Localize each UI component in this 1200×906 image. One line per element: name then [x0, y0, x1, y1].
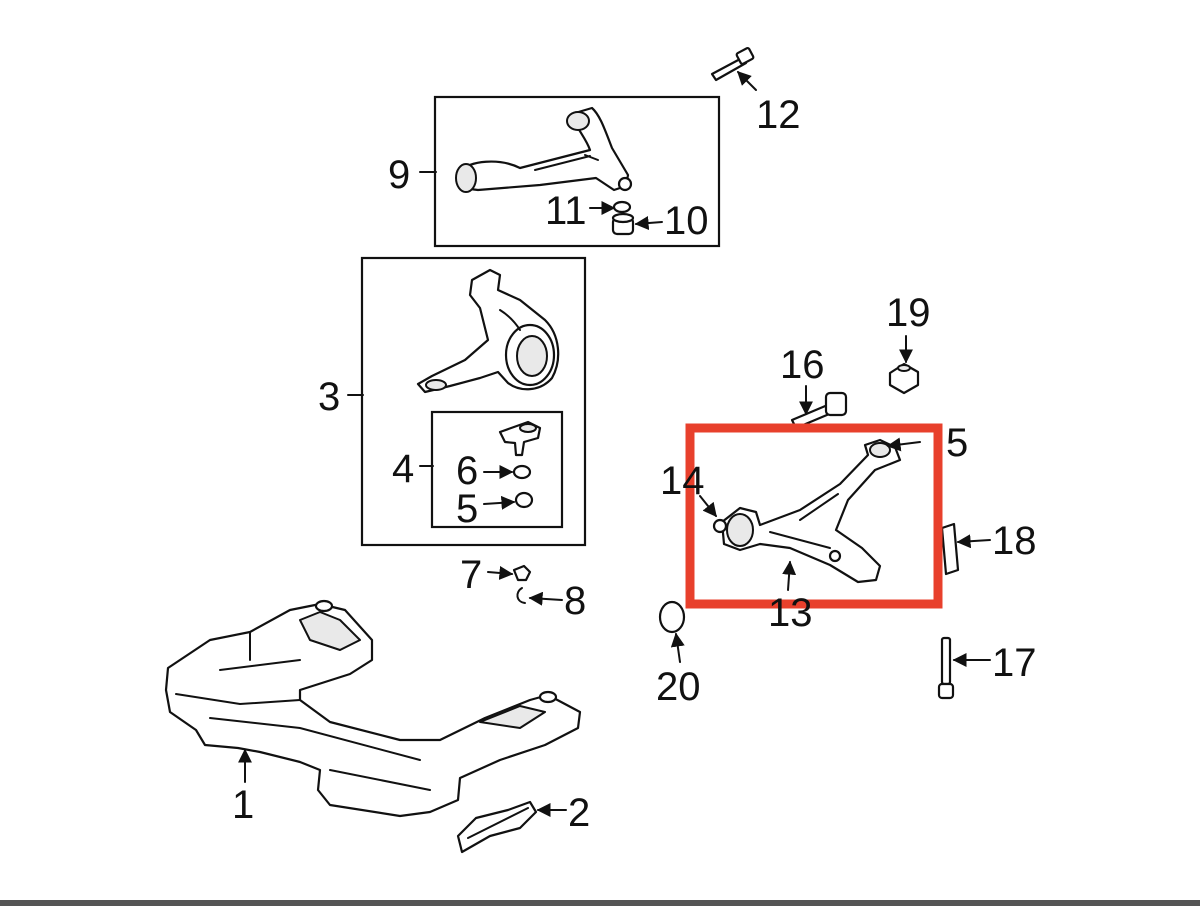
callout-3: 3	[318, 375, 340, 419]
callout-6: 6	[456, 449, 478, 493]
subframe[interactable]	[164, 599, 582, 818]
highlight-box	[685, 423, 943, 609]
callout-9: 9	[388, 153, 410, 197]
callout-7: 7	[460, 553, 482, 597]
upper-arm-bushing-10[interactable]	[611, 212, 635, 236]
callout-labels: 9 11 10 12 3 4 6 5 7 8 1 2 16 19 5 14 13…	[232, 93, 1037, 835]
callout-11: 11	[545, 189, 587, 233]
clip-8[interactable]	[516, 587, 526, 604]
upper-arm-bushing-11[interactable]	[612, 200, 632, 214]
bolt-17[interactable]	[937, 636, 955, 700]
callout-2: 2	[568, 791, 590, 835]
callout-1: 1	[232, 783, 254, 827]
ball-joint-clip-5[interactable]	[514, 491, 534, 509]
callout-5-lower-arm: 5	[946, 421, 968, 465]
callout-leaders	[238, 71, 991, 817]
callout-16: 16	[780, 343, 825, 387]
cap-20[interactable]	[658, 600, 686, 634]
bolt-16[interactable]	[790, 391, 848, 430]
callout-18: 18	[992, 519, 1037, 563]
ball-joint-group-box	[430, 410, 564, 529]
bushing-14[interactable]	[712, 518, 728, 534]
bottom-divider	[0, 900, 1200, 906]
lower-control-arm[interactable]	[720, 438, 902, 584]
callout-12: 12	[756, 93, 801, 137]
ball-joint[interactable]	[498, 420, 542, 457]
callout-14: 14	[660, 459, 705, 503]
bushing-18[interactable]	[940, 522, 960, 576]
callout-8: 8	[564, 579, 586, 623]
bolt-12[interactable]	[710, 47, 755, 82]
ball-joint-boot-6[interactable]	[512, 464, 532, 480]
callout-20: 20	[656, 665, 701, 709]
bracket-2[interactable]	[456, 800, 538, 854]
callout-19: 19	[886, 291, 931, 335]
callout-10: 10	[664, 199, 709, 243]
callout-5-ball-joint: 5	[456, 487, 478, 531]
steering-knuckle[interactable]	[416, 268, 560, 394]
upper-control-arm[interactable]	[455, 106, 633, 193]
callout-17: 17	[992, 641, 1037, 685]
clip-7[interactable]	[512, 564, 532, 582]
callout-4: 4	[392, 447, 414, 491]
nut-19[interactable]	[888, 362, 920, 395]
knuckle-group-box	[360, 256, 587, 547]
callout-13: 13	[768, 591, 813, 635]
